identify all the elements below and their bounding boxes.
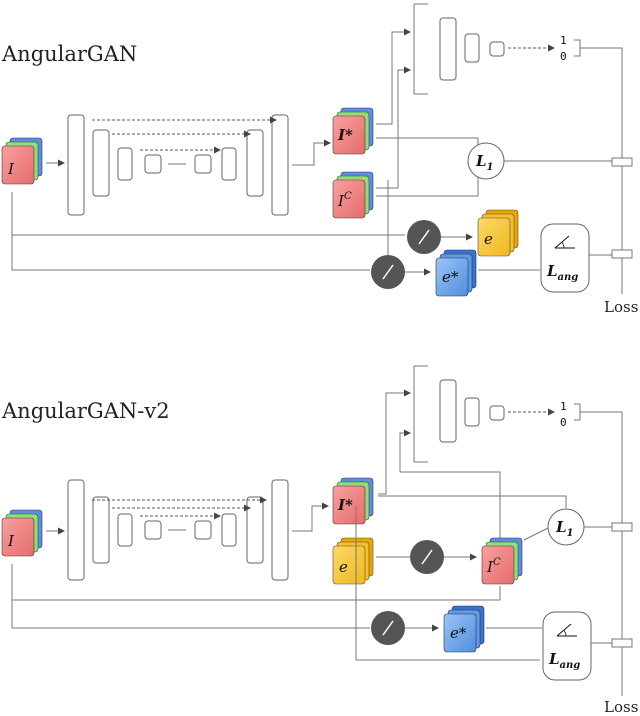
- est-illum-label: e*: [450, 624, 467, 642]
- discriminator: 1 0: [378, 365, 623, 548]
- angular-loss-node: Lang: [542, 611, 592, 681]
- divide-operator: [370, 254, 406, 290]
- illumination-stack: e: [332, 537, 374, 585]
- encoder-block: [67, 479, 85, 581]
- encoder-block: [92, 129, 110, 197]
- l1-loss-node: L1: [467, 142, 505, 180]
- decoder-block: [246, 496, 264, 564]
- disc-output-fake: 0: [560, 416, 567, 429]
- loss-label: Loss: [604, 298, 638, 316]
- illumination-stack: e: [477, 209, 519, 257]
- panel-title: AngularGAN-v2: [1, 399, 170, 423]
- disc-output-real: 1: [560, 400, 567, 413]
- discriminator: 1 0: [376, 3, 623, 189]
- input-image-stack: I: [1, 137, 43, 185]
- panel-angulargan: AngularGAN I I*: [1, 3, 638, 316]
- decoder-block: [221, 513, 237, 547]
- encoder-block: [92, 496, 110, 564]
- decoder-block: [271, 479, 289, 581]
- loss-label: Loss: [604, 698, 638, 716]
- illum-label: e: [339, 558, 348, 576]
- panel-angulargan-v2: AngularGAN-v2 I I* e: [1, 365, 638, 716]
- l1-label: L1: [555, 518, 574, 539]
- arrow-generator-output: [292, 139, 331, 166]
- bottleneck-block: [144, 154, 162, 174]
- encoder-block: [67, 114, 85, 216]
- divide-operator: [370, 610, 406, 646]
- estimated-illumination-stack: e*: [435, 249, 477, 297]
- input-label: I: [7, 532, 15, 550]
- bottleneck-block: [194, 520, 212, 540]
- l1-loss-node: L1: [547, 508, 585, 546]
- generated-image-stack: I*: [332, 107, 374, 155]
- generated-label: I*: [337, 126, 353, 144]
- generated-image-stack: I*: [332, 477, 374, 525]
- target-label: IC: [337, 191, 352, 210]
- estimated-illumination-stack: e*: [443, 605, 485, 653]
- encoder-block: [117, 513, 133, 547]
- angular-loss-node: Lang: [540, 223, 590, 293]
- discriminator-block: [464, 397, 480, 427]
- decoder-block: [221, 147, 237, 181]
- generator-unet: [67, 114, 289, 216]
- discriminator-block: [464, 33, 480, 63]
- input-image-stack: I: [1, 509, 43, 557]
- generator-unet: [67, 479, 289, 581]
- target-label: IC: [486, 557, 501, 576]
- panel-title: AngularGAN: [1, 42, 137, 66]
- disc-output-fake: 0: [560, 50, 567, 63]
- divide-operator: [406, 219, 442, 255]
- illum-label: e: [484, 230, 493, 248]
- generated-label: I*: [337, 496, 353, 514]
- disc-output-real: 1: [560, 34, 567, 47]
- target-image-stack: IC: [332, 171, 374, 219]
- decoder-block: [271, 114, 289, 216]
- bottleneck-block: [144, 520, 162, 540]
- bottleneck-block: [194, 154, 212, 174]
- target-image-stack: IC: [481, 537, 523, 585]
- est-illum-label: e*: [442, 268, 459, 286]
- input-label: I: [7, 160, 15, 178]
- l1-label: L1: [475, 152, 494, 173]
- discriminator-block: [489, 405, 505, 421]
- angular-label: Lang: [546, 262, 578, 283]
- divide-operator: [409, 539, 445, 575]
- angular-label: Lang: [548, 650, 580, 671]
- encoder-block: [117, 147, 133, 181]
- discriminator-block: [489, 41, 505, 57]
- decoder-block: [246, 129, 264, 197]
